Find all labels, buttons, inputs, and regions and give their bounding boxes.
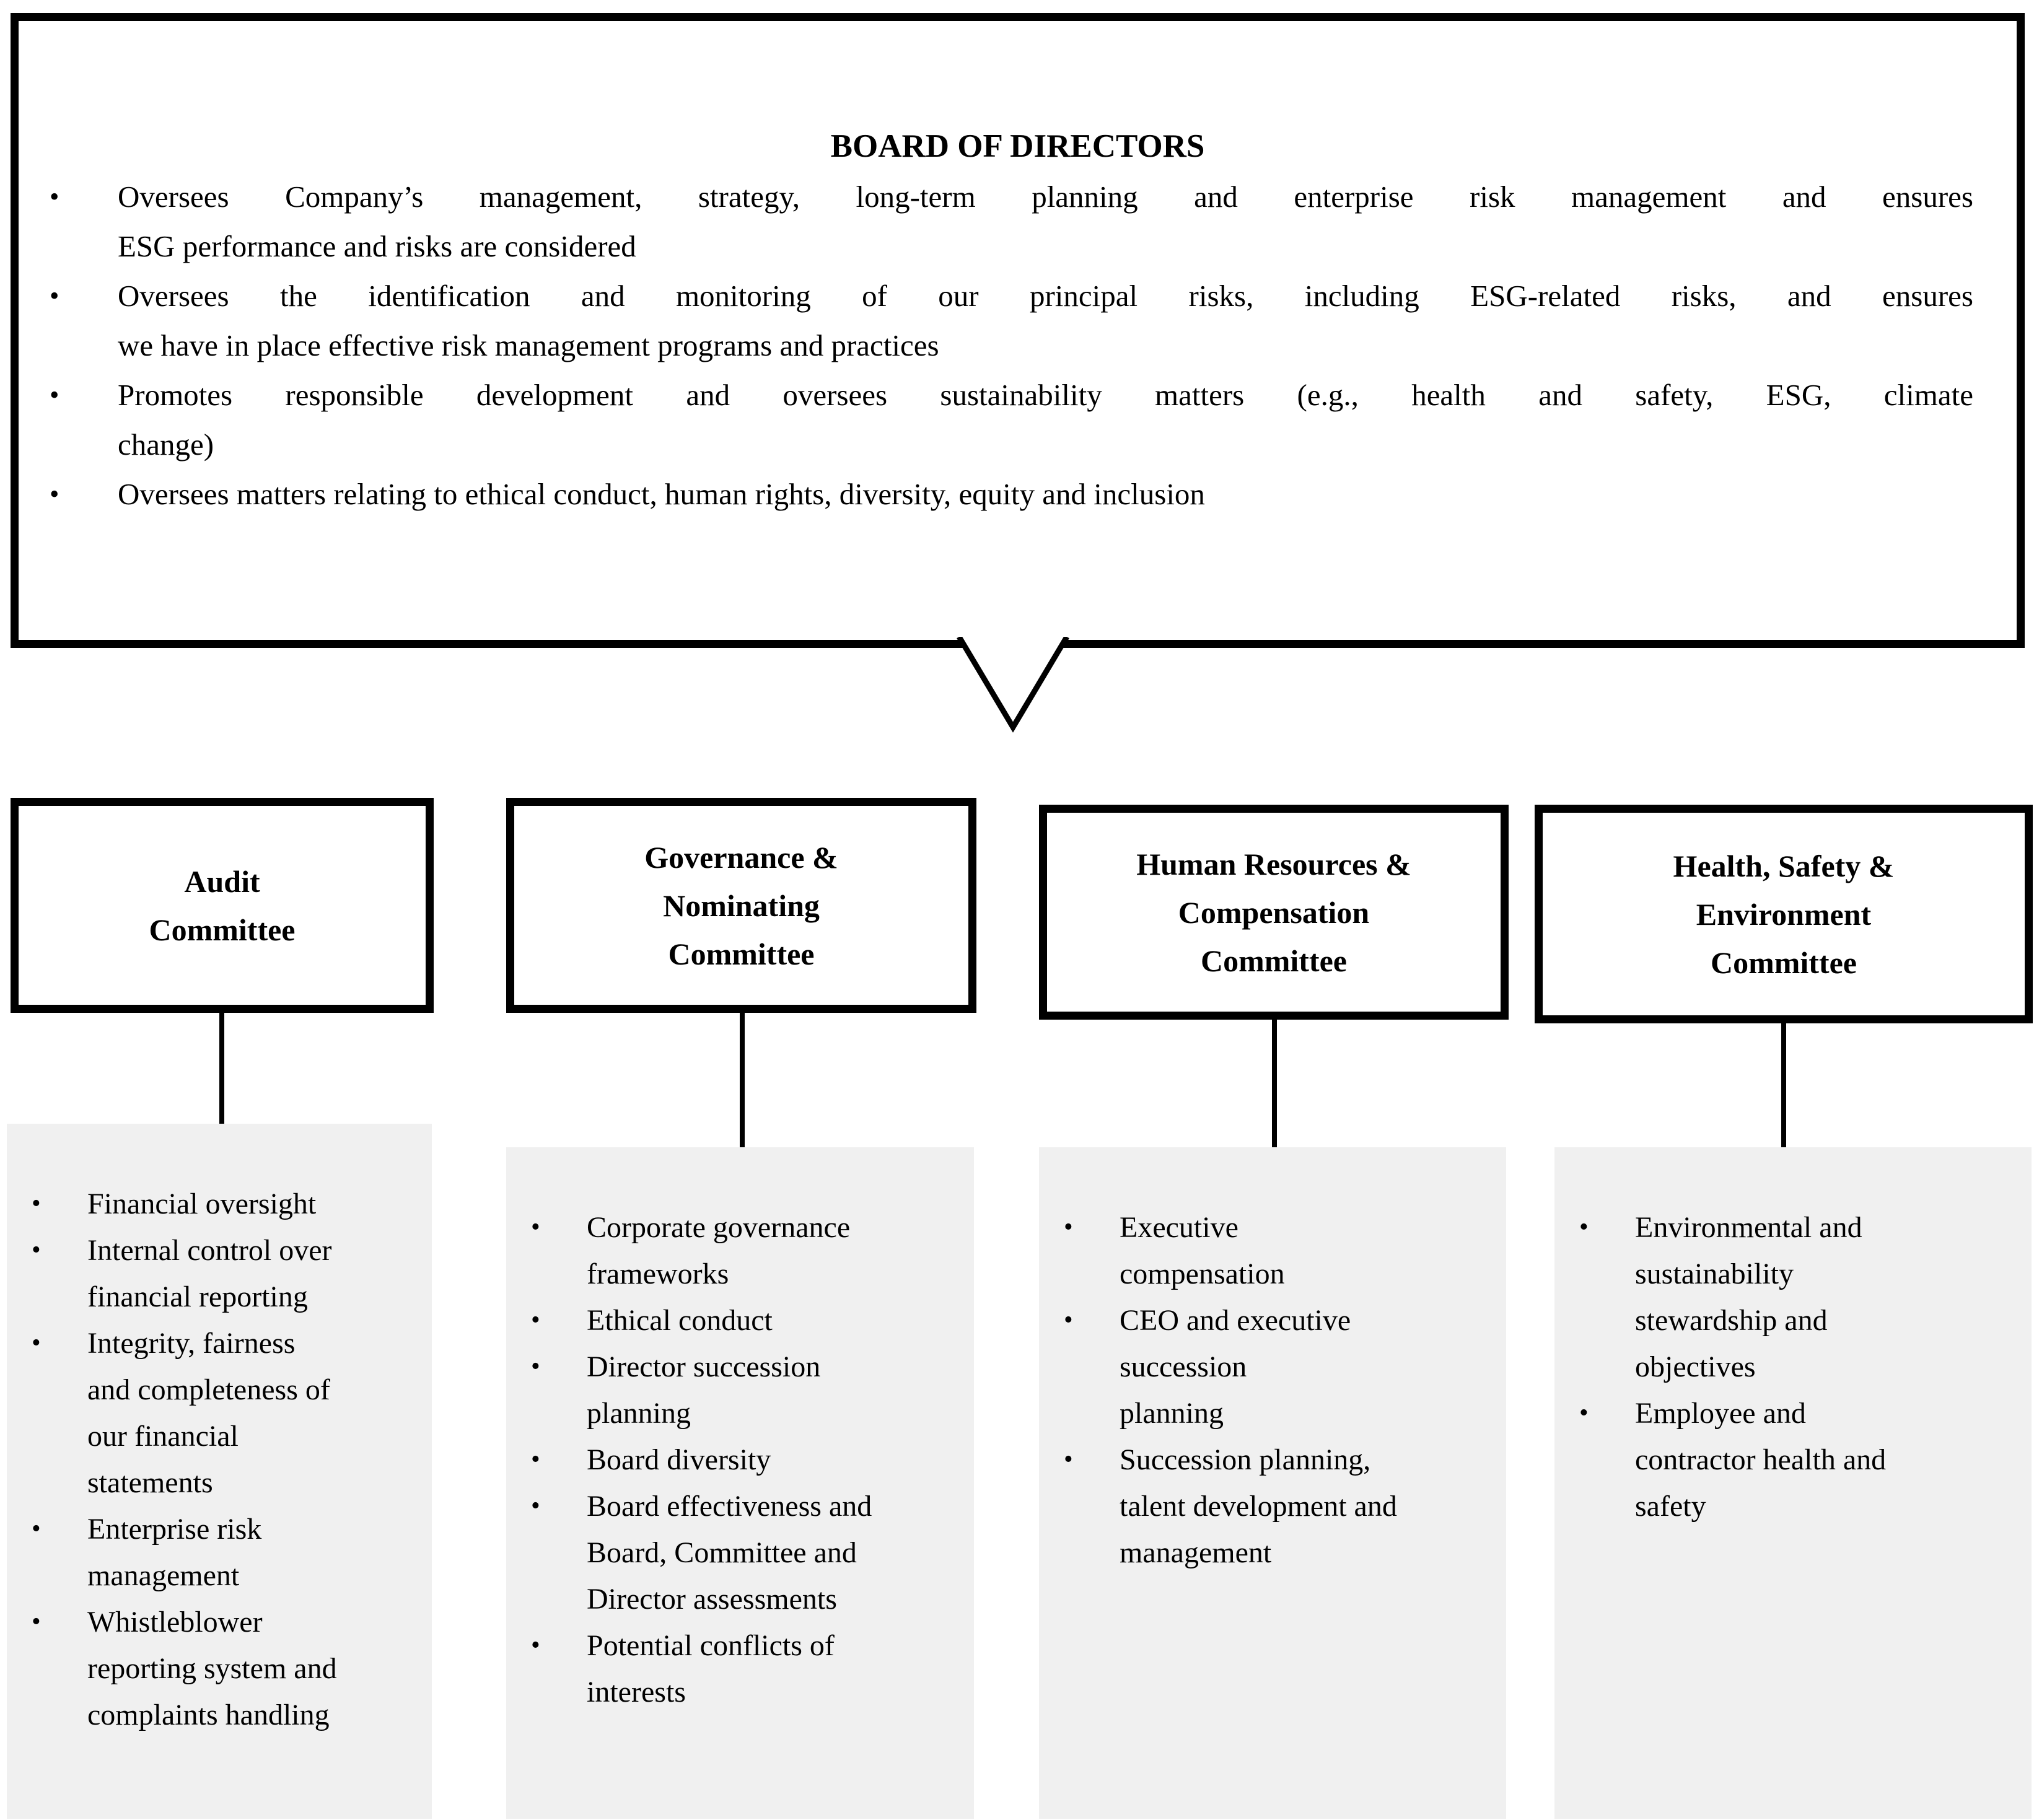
committee-name: Audit Committee [149,864,296,947]
board-title: BOARD OF DIRECTORS [830,128,1205,164]
bullet-icon: • [1064,1445,1073,1474]
list-item: • Executive compensation [1064,1204,1488,1297]
committee-name: Health, Safety & Environment Committee [1673,848,1895,980]
board-connector-notch-icon [957,637,1069,733]
board-bullet-text: Oversees Company’s management, strategy,… [118,172,1973,271]
list-item: • Enterprise risk management [32,1506,413,1599]
bullet-icon: • [32,1515,41,1543]
list-item-text: Potential conflicts of interests [587,1629,835,1708]
bullet-icon: • [50,479,59,509]
bullet-icon: • [531,1631,540,1660]
bullet-icon: • [32,1189,41,1218]
committee-box-audit: Audit Committee [11,798,434,1013]
list-item-text: Corporate governance frameworks [587,1211,851,1290]
panel-health-safety-environment: • Environmental and sustainability stewar… [1554,1147,2032,1819]
list-item-text: Environmental and sustainability steward… [1635,1211,1862,1383]
list-item: • Director succession planning [531,1344,955,1437]
list-item-text: CEO and executive succession planning [1120,1304,1351,1430]
list-item-text: Enterprise risk management [87,1513,262,1592]
bullet-icon: • [531,1306,540,1334]
list-item: • Integrity, fairness and completeness of… [32,1320,413,1506]
bullet-icon: • [50,182,59,212]
list-item: • Internal control over financial reporti… [32,1227,413,1320]
connector-line-human-resources-compensation [1272,1020,1277,1148]
list-item-text: Whistleblower reporting system and compl… [87,1606,337,1731]
board-bullet-text: Oversees matters relating to ethical con… [118,470,1973,519]
list-item-text: Ethical conduct [587,1304,773,1337]
bullet-icon: • [1064,1213,1073,1241]
board-bullet-line: Oversees Company’s management, strategy,… [118,180,1973,214]
board-bullet: • Oversees Company’s management, strategy… [50,172,1973,271]
committee-box-health-safety-environment: Health, Safety & Environment Committee [1535,805,2033,1023]
list-item: • Board effectiveness and Board, Committe… [531,1483,955,1622]
committee-name: Governance & Nominating Committee [644,839,838,971]
board-bullet-line: ESG performance and risks are considered [118,229,636,263]
board-bullet-line: we have in place effective risk manageme… [118,328,939,362]
board-bullet: • Oversees matters relating to ethical co… [50,470,1973,519]
bullet-icon: • [1064,1306,1073,1334]
panel-governance-nominating: • Corporate governance frameworks • Ethical… [506,1147,974,1819]
board-bullet-line: Oversees the identification and monitori… [118,279,1973,313]
list-item: • Potential conflicts of interests [531,1622,955,1715]
bullet-icon: • [531,1352,540,1381]
committee-box-governance-nominating: Governance & Nominating Committee [506,798,976,1013]
list-item-text: Executive compensation [1120,1211,1285,1290]
list-item-text: Financial oversight [87,1188,317,1220]
board-bullets: • Oversees Company’s management, strategy… [19,172,2017,519]
panel-human-resources-compensation: • Executive compensation • CEO and executiv… [1039,1147,1506,1819]
bullet-icon: • [531,1445,540,1474]
list-item-text: Director succession planning [587,1350,821,1430]
bullet-icon: • [1579,1213,1589,1241]
list-item: • Environmental and sustainability stewar… [1579,1204,2013,1390]
board-bullet-line: change) [118,427,214,462]
list-item-text: Board diversity [587,1443,771,1476]
list-item: • Ethical conduct [531,1297,955,1344]
committee-name: Human Resources & Compensation Committee [1136,846,1411,978]
list-item: • Financial oversight [32,1181,413,1227]
bullet-icon: • [32,1329,41,1357]
board-bullet: • Promotes responsible development and ov… [50,370,1973,470]
bullet-icon: • [1579,1399,1589,1427]
list-item: • Succession planning, talent development… [1064,1437,1488,1576]
panel-list: • Environmental and sustainability stewar… [1554,1147,2032,1529]
connector-line-health-safety-environment [1781,1023,1786,1148]
board-bullet: • Oversees the identification and monitor… [50,271,1973,370]
list-item: • Employee and contractor health and safe… [1579,1390,2013,1529]
board-bullet-text: Promotes responsible development and ove… [118,370,1973,470]
connector-line-governance-nominating [740,1013,745,1148]
bullet-icon: • [32,1236,41,1264]
list-item-text: Integrity, fairness and completeness of … [87,1327,330,1499]
list-item: • CEO and executive succession planning [1064,1297,1488,1437]
bullet-icon: • [50,380,59,410]
list-item-text: Internal control over financial reportin… [87,1234,332,1313]
board-of-directors-box: BOARD OF DIRECTORS • Oversees Company’s m… [11,13,2025,648]
list-item-text: Board effectiveness and Board, Committee… [587,1490,872,1616]
list-item-text: Employee and contractor health and safet… [1635,1397,1887,1523]
connector-line-audit [219,1013,224,1125]
bullet-icon: • [50,281,59,311]
panel-list: • Executive compensation • CEO and executiv… [1039,1147,1506,1576]
board-bullet-line: Oversees matters relating to ethical con… [118,477,1205,511]
panel-list: • Corporate governance frameworks • Ethical… [506,1147,974,1715]
list-item: • Board diversity [531,1437,955,1483]
panel-list: • Financial oversight • Internal control ov… [7,1124,432,1738]
list-item: • Whistleblower reporting system and comp… [32,1599,413,1738]
committee-box-human-resources-compensation: Human Resources & Compensation Committee [1039,805,1509,1020]
board-bullet-text: Oversees the identification and monitori… [118,271,1973,370]
bullet-icon: • [32,1608,41,1636]
list-item-text: Succession planning, talent development … [1120,1443,1397,1569]
panel-audit: • Financial oversight • Internal control ov… [7,1124,432,1819]
board-bullet-line: Promotes responsible development and ove… [118,378,1973,412]
list-item: • Corporate governance frameworks [531,1204,955,1297]
bullet-icon: • [531,1213,540,1241]
bullet-icon: • [531,1492,540,1520]
